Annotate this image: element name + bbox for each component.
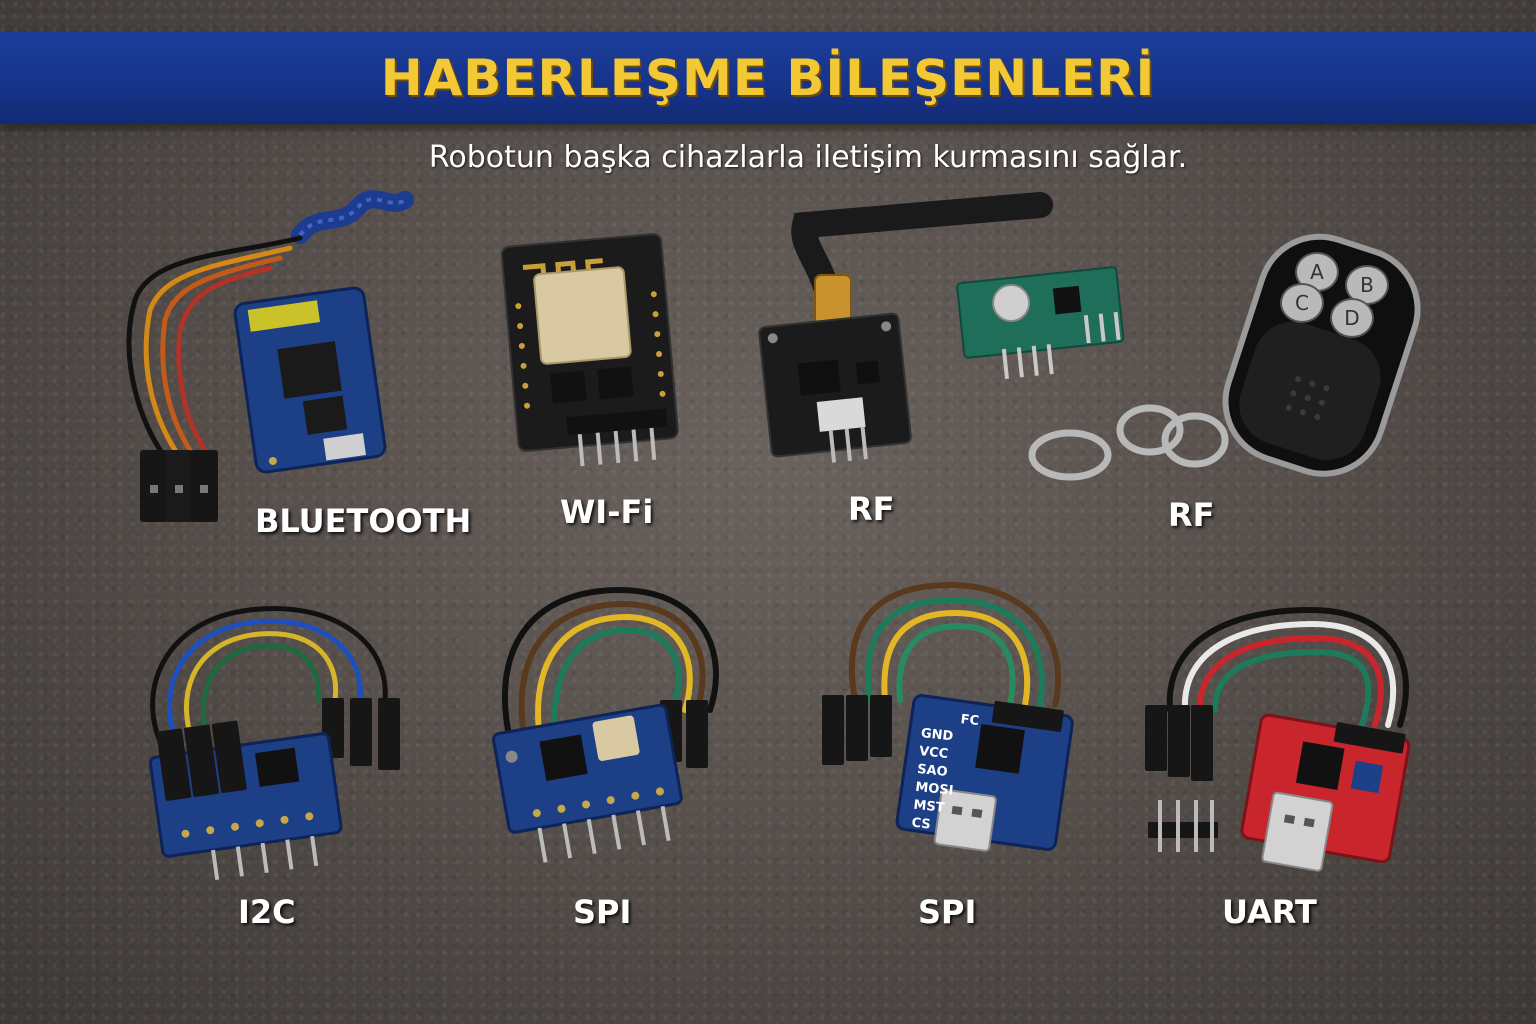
bluetooth-wires [126, 235, 303, 453]
uart-module-icon [1145, 606, 1411, 872]
bluetooth-pcb [233, 286, 387, 474]
wifi-side-pads [515, 291, 666, 409]
rf-module-label: RF [848, 490, 895, 528]
page-subtitle: Robotun başka cihazlarla iletişim kurmas… [428, 140, 1188, 175]
rf-module-icon [758, 192, 1125, 463]
page-title: HABERLEŞME BİLEŞENLERİ [380, 49, 1156, 107]
i2c-wires [150, 606, 388, 763]
uart-loose-connectors [1145, 705, 1213, 781]
uart-pin-header [1148, 800, 1218, 852]
rf-remote-icon [1028, 233, 1421, 481]
title-banner: HABERLEŞME BİLEŞENLERİ [0, 32, 1536, 124]
i2c-pcb [148, 720, 343, 881]
spi-usb-wires [848, 581, 1062, 708]
spi-usb-pcb [895, 694, 1074, 852]
wifi-module-icon [500, 233, 679, 467]
spi-pcb [491, 703, 683, 863]
bluetooth-connectors [140, 450, 218, 522]
spi-module-icon [491, 586, 719, 863]
uart-label: UART [1222, 893, 1317, 931]
key-ring [1028, 404, 1229, 481]
rf-receiver-pcb [956, 266, 1125, 380]
remote-button-d: D [1330, 298, 1374, 338]
rf-remote-label: RF [1168, 496, 1215, 534]
i2c-module-icon [148, 606, 400, 881]
uart-wires [1166, 606, 1409, 728]
i2c-label: I2C [238, 893, 296, 931]
remote-body [1222, 233, 1421, 477]
bluetooth-label: BLUETOOTH [255, 502, 472, 540]
spi-wires [502, 586, 719, 743]
spi-usb-module-icon [822, 581, 1074, 852]
wifi-pcb [500, 233, 679, 467]
rf-pcb [758, 312, 912, 463]
coil-antenna [291, 190, 414, 244]
bluetooth-module-icon [126, 190, 414, 522]
remote-button-c: C [1280, 283, 1324, 323]
spi-label-1: SPI [573, 893, 632, 931]
wifi-label: WI-Fi [560, 493, 654, 531]
uart-pcb [1240, 713, 1411, 872]
spi-usb-loose-connectors [822, 695, 892, 765]
rf-antenna [791, 192, 1053, 326]
i2c-loose-connectors [322, 698, 400, 770]
spi-label-2: SPI [918, 893, 977, 931]
